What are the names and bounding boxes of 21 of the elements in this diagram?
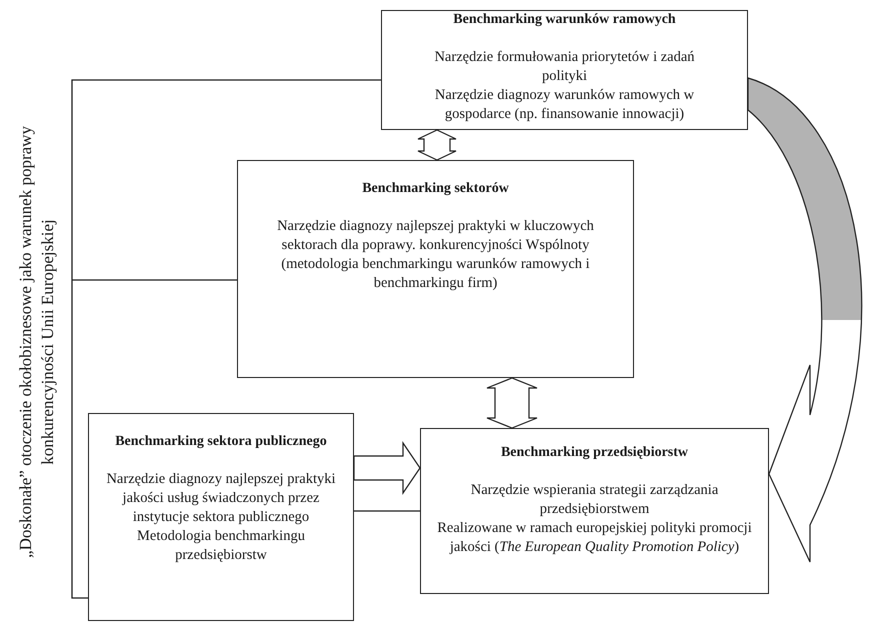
box-description: Narzędzie wspierania strategii zarządzania przedsiębiorstwem [470, 481, 720, 519]
box-description: Realizowane w ramach europejskiej polityki promocji jakości (The European Quality Promotion Policy) [436, 519, 753, 557]
block-arrow [417, 129, 457, 161]
process-box [381, 10, 748, 130]
process-box [420, 428, 769, 594]
box-description: Narzędzie diagnozy najlepszej praktyki jakości usług świadczonych przez instytucje sektora publicznego [105, 470, 337, 527]
box-description: (metodologia benchmarkingu warunków ramowych i benchmarkingu firm) [280, 255, 591, 293]
box-description: Narzędzie diagnozy warunków ramowych w gospodarce (np. finansowanie innowacji) [434, 86, 696, 124]
box-description: Narzędzie diagnozy najlepszej praktyki w kluczowych sektorach dla poprawy. konkurencyjności Wspólnoty [276, 217, 595, 255]
box-heading: Benchmarking sektora publicznego [115, 433, 327, 451]
box-heading: Benchmarking sektorów [362, 180, 509, 198]
box-heading: Benchmarking warunków ramowych [453, 11, 676, 29]
box-heading: Benchmarking przedsiębiorstw [500, 444, 688, 462]
box-description: Narzędzie formułowania priorytetów i zadań polityki [433, 48, 696, 86]
vertical-caption: „Doskonałe” otoczenie okołobiznesowe jako warunek poprawy konkurencyjności Unii Europejskiej [15, 125, 58, 560]
block-arrow [353, 441, 421, 495]
process-box [88, 413, 354, 621]
connector-line [354, 510, 420, 512]
box-description: Metodologia benchmarkingu przedsiębiorstw [136, 527, 306, 565]
process-box [237, 160, 634, 378]
block-arrow [486, 377, 538, 429]
